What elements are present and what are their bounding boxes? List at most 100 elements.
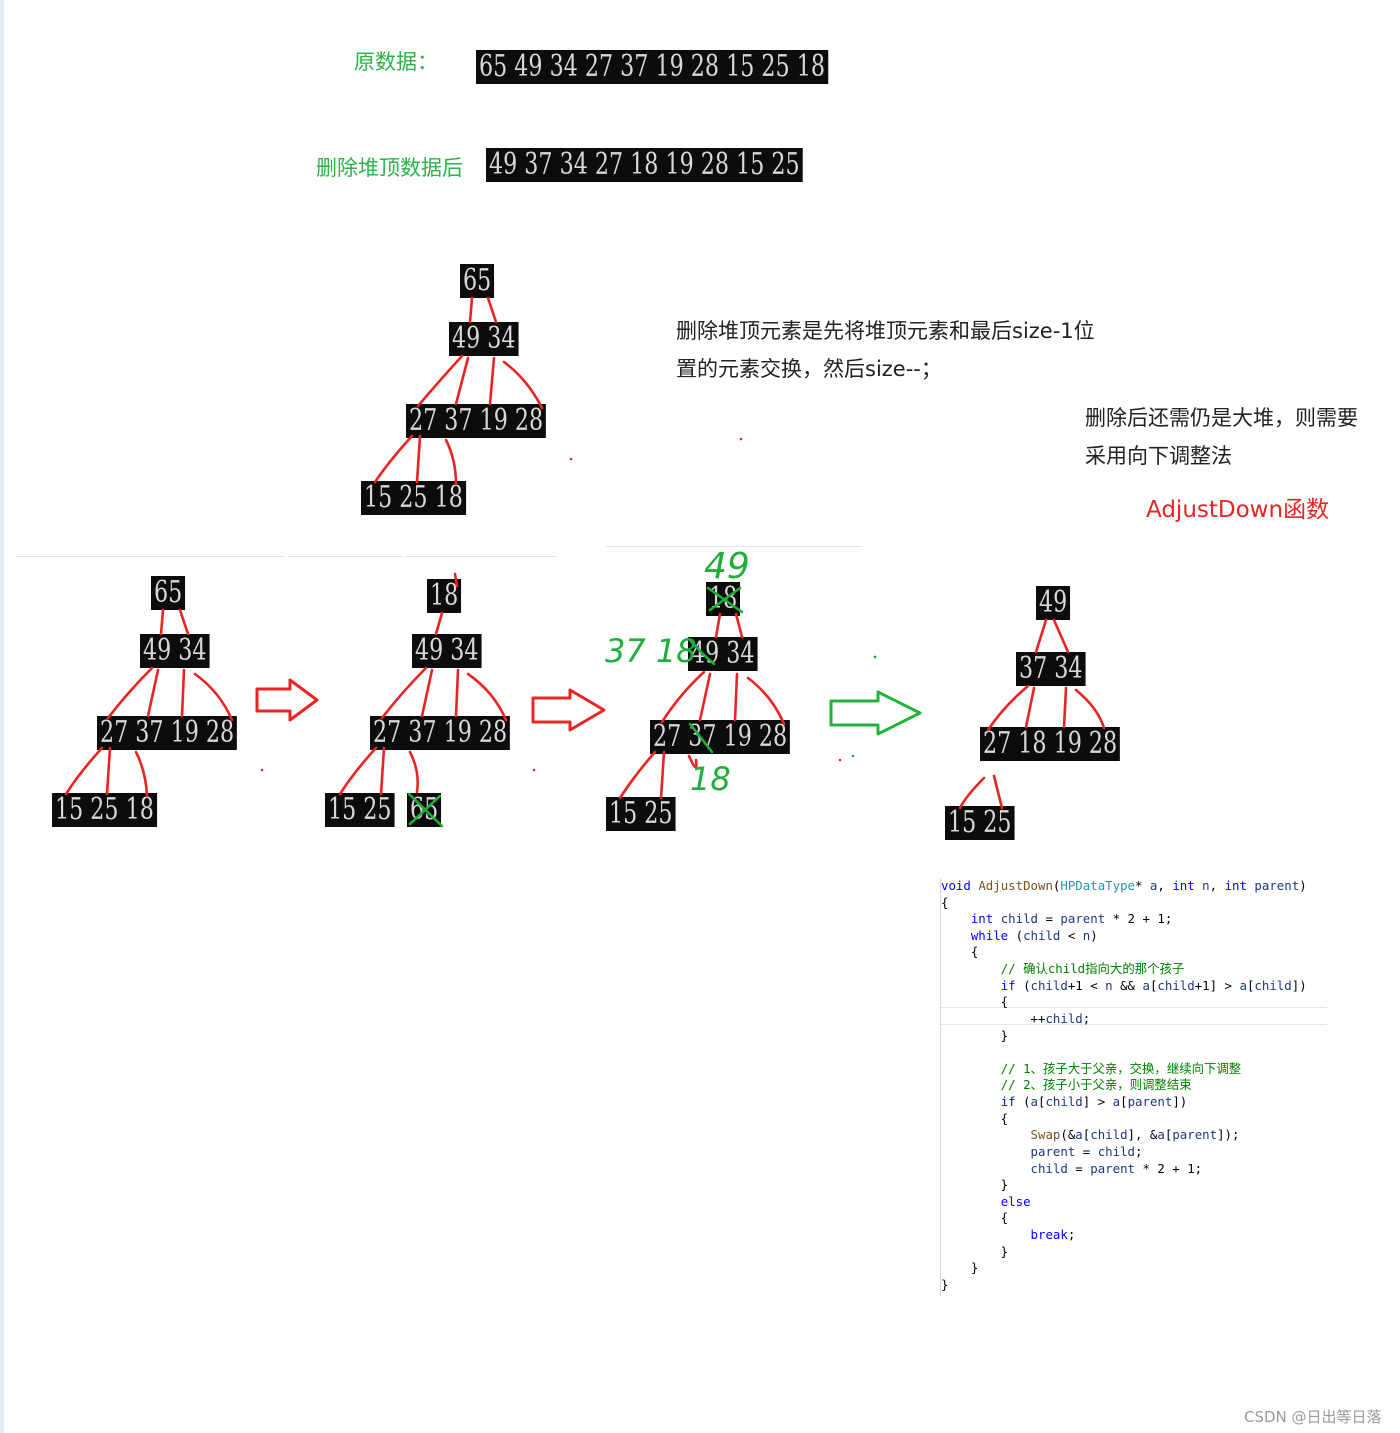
edge [734,612,744,639]
page-edge [0,0,4,1433]
code-line: } [941,1260,979,1275]
edge [64,746,104,796]
arrow-step3-to-step4 [829,690,922,736]
step2-level3b: 65 [407,793,442,827]
edge [444,438,458,486]
adjustdown-code: void AdjustDown(HPDataType* a, int n, in… [940,878,1327,1296]
after-delete-label: 删除堆顶数据后 [316,156,463,180]
separator [406,556,556,557]
stray-dot [873,655,877,659]
edge [193,672,234,722]
edge [502,360,544,410]
step1-level0: 65 [151,576,186,610]
original-data-label: 原数据： [354,50,438,74]
edge [146,668,160,718]
edge [714,612,722,639]
step4-level2: 27 18 19 28 [980,727,1121,761]
step1-level3: 15 25 18 [52,793,157,827]
edge [1024,686,1036,729]
code-line: // 2、孩子小于父亲，则调整结束 [1000,1077,1192,1092]
code-line: int child = parent * 2 + 1; [970,911,1173,926]
edge [486,296,498,324]
step2-level2: 27 37 19 28 [370,716,511,750]
separator [16,556,284,557]
code-line: child = parent * 2 + 1; [1030,1161,1203,1176]
code-line: parent = child; [1030,1144,1143,1159]
heap-note-line2: 采用向下调整法 [1085,444,1232,468]
edge [660,670,706,724]
stray-dot [739,437,743,441]
edge [687,754,698,769]
edge [380,666,428,720]
edge [434,611,444,636]
arrow-step1-to-step2 [255,678,319,722]
edge [415,434,422,484]
edge [733,672,739,722]
separator [606,546,862,547]
edge [1062,686,1068,729]
code-line: } [941,1277,949,1292]
stray-dot [569,457,573,461]
edge [488,356,496,406]
heap-note-line1: 删除后还需仍是大堆，则需要 [1085,406,1358,430]
edge [986,684,1030,732]
edge [105,746,112,796]
code-line: // 确认child指向大的那个孩子 [1000,961,1185,976]
code-line: void AdjustDown(HPDataType* a, int n, in… [941,878,1307,893]
adjustdown-title: AdjustDown函数 [1146,497,1330,523]
code-line: } [941,1177,1009,1192]
edge [106,666,154,720]
edge [746,676,786,726]
code-line: if (a[child] > a[parent]) [1000,1094,1188,1109]
annotation-left-37-18: 37 18 [605,632,697,670]
code-line: // 1、孩子大于父亲，交换，继续向下调整 [1000,1061,1242,1076]
edge [408,750,419,794]
annotation-below-18: 18 [690,760,731,798]
top-tree-level3: 15 25 18 [361,481,466,515]
edge [466,672,508,722]
step2-level3a: 15 25 [325,793,395,827]
code-line: ++child; [941,1011,1091,1026]
code-line: { [941,1111,1009,1126]
edge [379,746,386,796]
step2-level1: 49 34 [412,634,482,668]
edge [659,750,666,800]
edge [698,672,712,722]
top-tree-level1: 49 34 [449,322,519,356]
edge [618,750,657,800]
code-line: Swap(&a[child], &a[parent]); [1030,1127,1240,1142]
edge [373,434,414,484]
step1-level2: 27 37 19 28 [97,716,238,750]
arrow-step2-to-step3 [531,688,606,732]
code-line: else [1000,1194,1031,1209]
swap-note-line1: 删除堆顶元素是先将堆顶元素和最后size-1位 [676,319,1095,343]
top-tree-level0: 65 [460,264,495,298]
step3-level0: 18 [706,582,741,616]
step1-level1: 49 34 [140,634,210,668]
stray-dot [851,754,855,758]
watermark: CSDN @日出等日落 [1244,1408,1382,1426]
edge [1052,618,1070,654]
code-current-line-highlight [941,1007,1327,1025]
swap-note-line2: 置的元素交换，然后size--； [676,357,942,381]
code-line: while (child < n) [970,928,1098,943]
step3-level2: 27 37 19 28 [650,720,791,754]
step4-level1: 37 34 [1016,652,1086,686]
edge [416,354,464,408]
edge [338,746,378,796]
code-line: } [941,1244,1009,1259]
edge [1034,618,1048,654]
edge [454,668,460,718]
stray-dot [532,768,536,772]
stray-dot [838,758,842,762]
code-line: } [941,1028,1009,1043]
edge [134,750,149,798]
edge [992,774,1004,810]
code-line: { [941,1210,1009,1225]
edge [420,668,434,718]
after-delete-array: 49 37 34 27 18 19 28 15 25 [486,148,803,182]
edge [958,776,986,810]
top-tree-level2: 27 37 19 28 [406,404,547,438]
edge [468,296,474,324]
code-line: if (child+1 < n && a[child+1] > a[child]… [1000,978,1307,993]
